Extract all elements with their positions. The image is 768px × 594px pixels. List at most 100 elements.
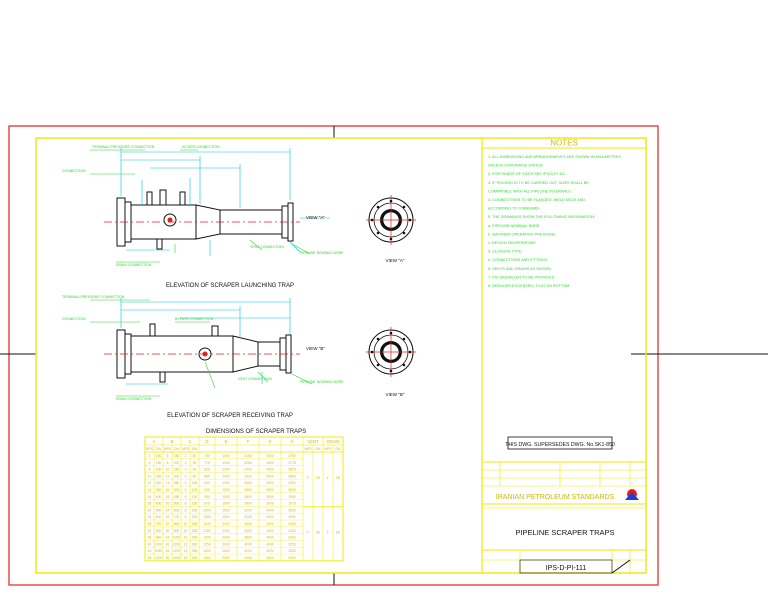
table-cell: 250 — [192, 522, 198, 526]
rx-callout-connection: CONNECTION — [62, 317, 86, 321]
drawing-title: PIPELINE SCRAPER TRAPS — [515, 528, 614, 537]
table-cell: 3000 — [266, 474, 274, 478]
table-cell: 4000 — [266, 536, 274, 540]
table-cell: 16 — [166, 488, 170, 492]
table-cell: 1000 — [222, 461, 230, 465]
rx-callout-nominal-bore: PIPELINE NOMINAL BORE — [300, 380, 344, 384]
table-cell: 1050 — [173, 536, 181, 540]
table-sub-header: DN — [316, 447, 321, 451]
table-cell: 32 — [166, 522, 170, 526]
table-cell: 3 — [185, 474, 187, 478]
table-cell: 4200 — [244, 549, 252, 553]
table-cell: 10 — [148, 474, 152, 478]
note-line: a. PIPELINE NOMINAL BORE — [488, 224, 540, 228]
table-cell: 3400 — [244, 522, 252, 526]
note-line: 4. CONNECTIONS TO BE FLANGED, WELD NECK … — [488, 198, 585, 202]
border-ticks — [0, 126, 768, 585]
table-cell: 3000 — [266, 468, 274, 472]
table-cell: 200 — [174, 461, 180, 465]
table-cell: 48 — [166, 542, 170, 546]
table-group-header: F — [247, 439, 250, 444]
note-line: 6. VENTS AND DRAINS AS SHOWN. — [488, 267, 552, 271]
launching-trap-title: ELEVATION OF SCRAPER LAUNCHING TRAP — [166, 283, 294, 289]
table-group-header: C — [188, 439, 191, 444]
table-cell: 150 — [192, 495, 198, 499]
table-group-header: D — [205, 439, 208, 444]
table-cell: 450 — [156, 502, 162, 506]
table-cell: 2500 — [222, 556, 230, 560]
view-a-arrow-label: VIEW "A" — [306, 215, 325, 220]
table-outline — [144, 436, 344, 562]
table-sub-header: DN — [192, 447, 197, 451]
table-cell: 850 — [204, 474, 210, 478]
table-cell: 775 — [204, 461, 210, 465]
table-cell: 100 — [192, 488, 198, 492]
table-cell: 3200 — [244, 515, 252, 519]
table-cell: 950 — [204, 495, 210, 499]
table-group-header: G — [268, 439, 271, 444]
table-cell: 2000 — [222, 536, 230, 540]
supersedes-note: THIS DWG. SUPERSEDES DWG. No.SK1-850 — [505, 442, 615, 448]
note-line: b. MAXIMUM OPERATING PRESSURE — [488, 232, 556, 236]
table-cell: 4400 — [244, 556, 252, 560]
table-cell: 700 — [174, 515, 180, 519]
table-cell: 250 — [174, 468, 180, 472]
note-line: COMPATIBLE WITH ALL PIPELINE INTERNALS. — [488, 189, 572, 193]
callout-terminal-pressure: TERMINAL PRESSURE CONNECTION — [92, 145, 155, 149]
table-cell: 2150 — [244, 454, 252, 458]
drawing-number: IPS-D-PI-111 — [546, 565, 587, 572]
table-cell: 400 — [174, 488, 180, 492]
table-cell: 925 — [204, 488, 210, 492]
table-cell: 1200 — [173, 549, 181, 553]
table-cell: 3400 — [288, 556, 296, 560]
vent-drain-cell: 50 — [316, 531, 320, 535]
table-cell: 1000 — [155, 542, 163, 546]
table-cell: 2000 — [222, 542, 230, 546]
table-cell: 2600 — [244, 481, 252, 485]
table-cell: 150 — [192, 502, 198, 506]
receiving-trap-title: ELEVATION OF SCRAPER RECEIVING TRAP — [167, 413, 293, 419]
table-cell: 18 — [148, 502, 152, 506]
table-group-header: DRAIN — [326, 439, 339, 444]
table-cell: 700 — [156, 522, 162, 526]
table-cell: 1500 — [222, 495, 230, 499]
table-cell: 1500 — [222, 515, 230, 519]
table-cell: 1000 — [222, 474, 230, 478]
table-cell: 3000 — [266, 454, 274, 458]
table-cell: 3800 — [244, 536, 252, 540]
table-cell: 200 — [156, 468, 162, 472]
table-cell: 2400 — [244, 468, 252, 472]
table-cell: 2925 — [288, 488, 296, 492]
table-cell: 1050 — [203, 515, 211, 519]
table-sub-header: DN — [174, 447, 179, 451]
table-cell: 2750 — [288, 454, 296, 458]
table-cell: 400 — [192, 556, 198, 560]
table-cell: 3000 — [244, 508, 252, 512]
note-line: e. CONNECTIONS AND FITTINGS — [488, 258, 548, 262]
table-cell: 10 — [166, 468, 170, 472]
table-cell: 500 — [174, 502, 180, 506]
table-cell: 300 — [192, 542, 198, 546]
table-group-header: B — [171, 439, 174, 444]
table-cell: 28 — [148, 522, 152, 526]
table-cell: 56 — [166, 556, 170, 560]
table-cell: 4 — [185, 481, 187, 485]
table-cell: 975 — [204, 502, 210, 506]
table-group-header: E — [225, 439, 228, 444]
table-cell: 1000 — [222, 468, 230, 472]
table-cell: 250 — [156, 474, 162, 478]
note-line: c. DESIGN TEMPERATURE — [488, 241, 536, 245]
callout-connection: CONNECTION — [62, 169, 86, 173]
note-line: 1. ALL DIMENSIONS AND ARRANGEMENTS ARE S… — [488, 155, 621, 159]
table-cell: 4000 — [266, 542, 274, 546]
table-cell: 20 — [148, 508, 152, 512]
table-cell: 28 — [166, 515, 170, 519]
table-cell: 1300 — [203, 549, 211, 553]
note-line: 3. IF PIGGING IS TO BE CARRIED OUT, SIZE… — [488, 181, 589, 185]
table-cell: 200 — [192, 515, 198, 519]
table-cell: 6 — [149, 461, 151, 465]
vent-drain-cell: 1" — [326, 476, 330, 480]
callout-kicker: KICKER CONNECTION — [182, 145, 220, 149]
table-cell: 2500 — [222, 549, 230, 553]
